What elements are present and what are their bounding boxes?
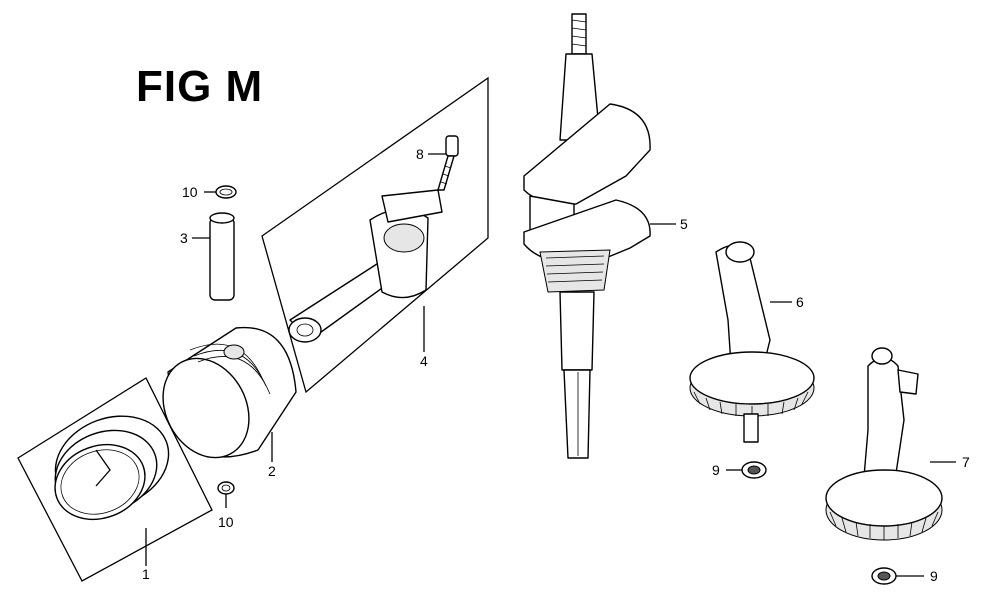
crank-output-shaft	[563, 369, 591, 459]
clip-top-ring	[215, 185, 237, 199]
bolt-head	[445, 135, 459, 157]
ring-groove-3	[197, 356, 271, 395]
pin-clip-top	[204, 185, 237, 199]
balancer-6-teeth	[693, 391, 809, 418]
crank-gear-teeth	[545, 255, 605, 283]
callout-9a: 9	[712, 462, 720, 478]
callout-10b: 10	[218, 514, 234, 530]
callout-5: 5	[680, 216, 688, 232]
pin-clip-bottom	[217, 481, 235, 508]
bolt-shank	[437, 155, 455, 191]
callout-10a: 10	[182, 184, 198, 200]
callout-3: 3	[180, 230, 188, 246]
piston	[162, 326, 297, 462]
piston-pin	[192, 212, 235, 301]
crank-lower-shaft	[559, 291, 595, 371]
balancer-assembly-7	[825, 347, 956, 541]
callout-6: 6	[796, 294, 804, 310]
rod-frame	[261, 76, 489, 394]
balancer-6-top	[725, 241, 755, 263]
balancer-7-weight	[897, 369, 919, 395]
crank-web-lower	[523, 199, 651, 264]
piston-ring-set	[17, 377, 213, 582]
rod-cap	[381, 189, 443, 223]
balancer-6-plate	[689, 351, 815, 405]
rod-bolt	[428, 135, 459, 191]
ring-set-frame	[17, 377, 213, 582]
connecting-rod-assembly	[261, 76, 489, 394]
callout-2: 2	[268, 463, 276, 479]
clip-top-hole	[219, 188, 233, 196]
rod-small-end-bore	[296, 323, 314, 337]
pin-body	[209, 217, 235, 301]
callout-8: 8	[416, 146, 424, 162]
crankshaft	[523, 13, 676, 459]
clip-bottom-ring	[217, 481, 235, 495]
balancer-assembly-6	[689, 241, 815, 443]
balancer-7-top	[871, 347, 893, 365]
bolt-thread	[440, 165, 452, 185]
pin-boss	[223, 344, 245, 360]
callout-9b: 9	[930, 568, 938, 584]
balancer-6-shaft	[743, 413, 759, 443]
bushing-9b	[871, 567, 924, 585]
balancer-7-teeth	[829, 511, 939, 540]
piston-crown	[162, 357, 250, 459]
bushing-9b-bore	[877, 571, 891, 581]
balancer-7-plate	[825, 469, 943, 527]
crank-thread-lines	[571, 19, 587, 47]
callout-1: 1	[142, 566, 150, 582]
callout-7: 7	[962, 454, 970, 470]
rod-small-end	[288, 317, 322, 343]
bushing-9a-bore	[747, 465, 761, 475]
rod-big-end-bore	[383, 223, 425, 253]
pin-end	[209, 212, 235, 224]
bushing-9a	[726, 461, 767, 479]
clip-bottom-hole	[221, 484, 231, 492]
ring-gap	[95, 449, 111, 487]
figure-title: FIG M	[136, 62, 264, 111]
callout-4: 4	[420, 353, 428, 369]
ring-inner-edge	[60, 449, 140, 515]
